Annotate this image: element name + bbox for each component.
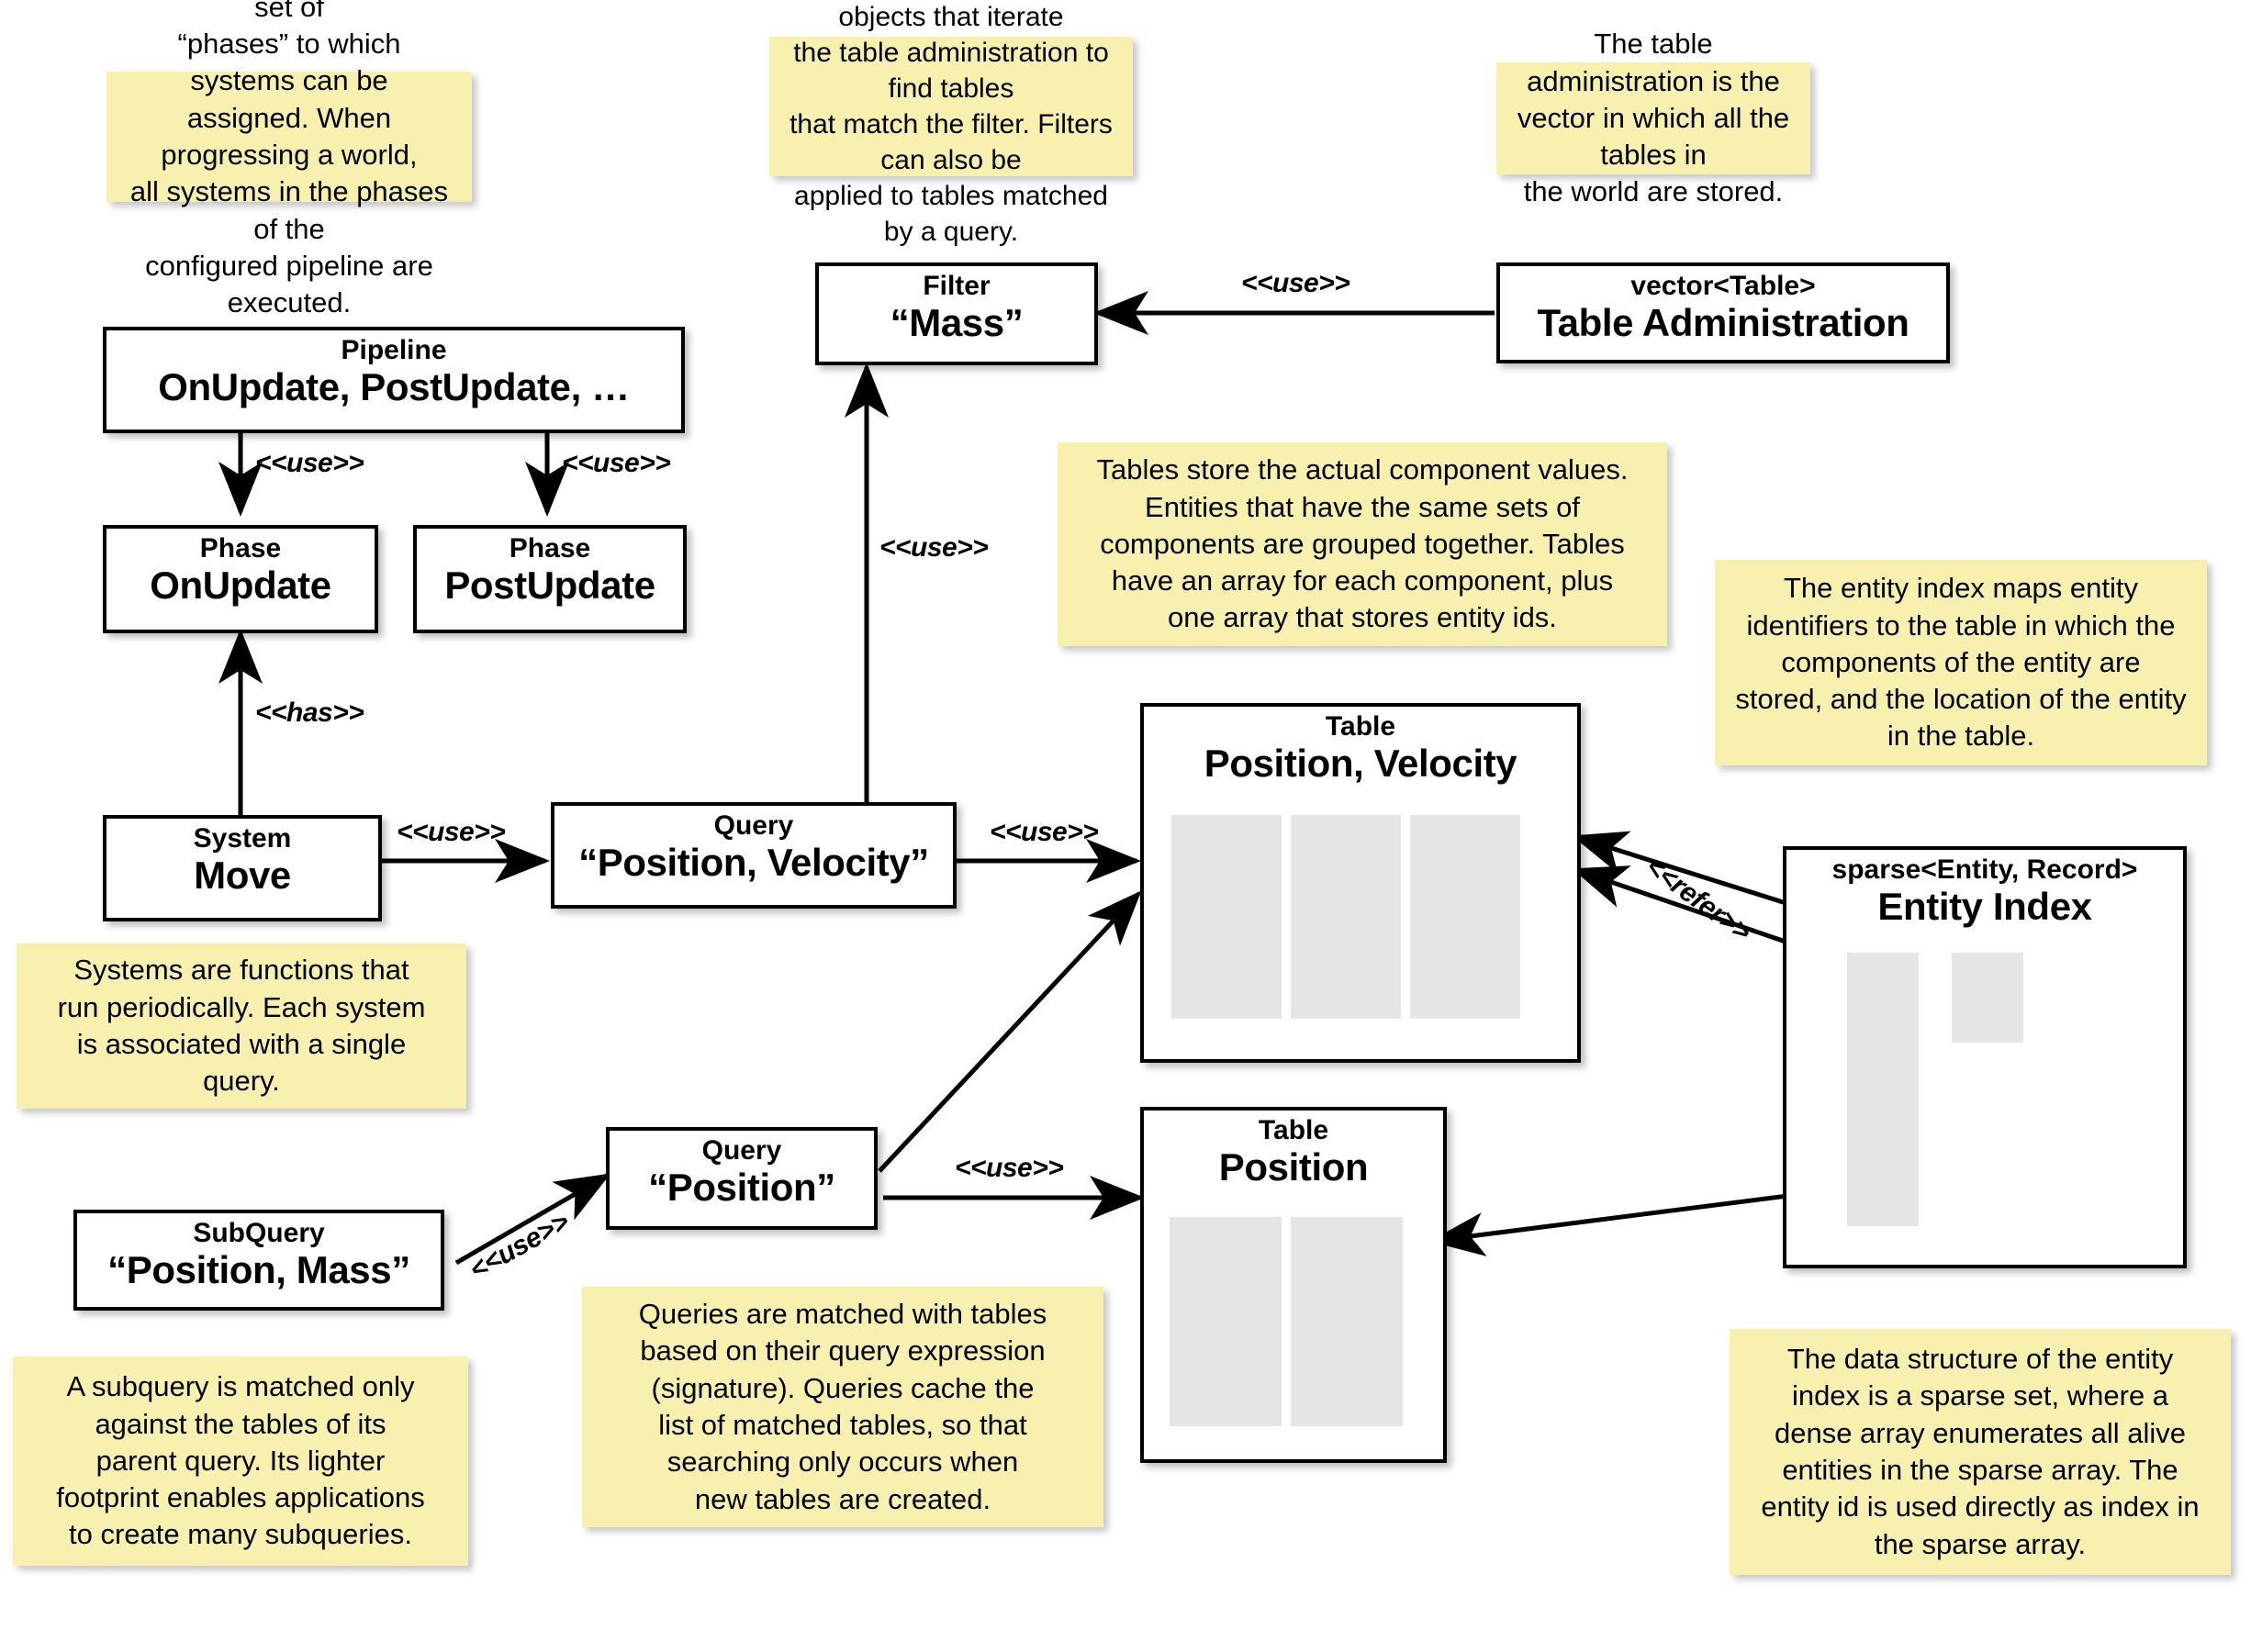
box-phase-postupdate-name: PostUpdate [444,563,655,607]
note-entity-index: The entity index maps entity identifiers… [1715,560,2207,765]
note-subquery: A subquery is matched only against the t… [13,1356,468,1566]
edge-label-pipeline-postupdate: <<use>> [562,448,671,478]
edge-label-index-tablepv: <<refer>> [1640,852,1757,948]
entity-index-sparse-array [1952,953,2023,1043]
box-filter-mass-name: “Mass” [890,300,1024,344]
box-system-move-name: Move [194,853,291,897]
box-pipeline[interactable]: Pipeline OnUpdate, PostUpdate, … [103,327,685,433]
box-subquery-pm-stereotype: SubQuery [193,1218,325,1248]
box-table-p-name: Position [1218,1144,1369,1189]
edge-label-queryp-tablep: <<use>> [955,1153,1064,1183]
edge-label-subquery-queryp: <<use>> [465,1206,575,1286]
note-table-admin: The table administration is the vector i… [1496,28,1810,207]
table-p-column-1 [1170,1217,1282,1426]
box-query-p-stereotype: Query [701,1135,782,1166]
note-filter: Filters are stateless objects that itera… [769,2,1133,247]
note-queries: Queries are matched with tables based on… [582,1287,1103,1527]
entity-index-dense-array [1847,953,1919,1226]
box-entity-index[interactable]: sparse<Entity, Record> Entity Index [1783,846,2187,1268]
box-table-pv-stereotype: Table [1325,711,1396,742]
box-query-pv-name: “Position, Velocity” [578,840,929,884]
box-table-p-columns [1170,1217,1403,1426]
box-phase-postupdate-stereotype: Phase [509,533,591,564]
edge-queryp-tablepv-line [878,890,1142,1173]
box-table-pv[interactable]: Table Position, Velocity [1140,703,1581,1063]
box-system-move[interactable]: System Move [103,815,382,921]
box-table-pv-columns [1171,815,1520,1019]
note-pipeline: A pipeline subscribes for a set of “phas… [106,0,472,318]
box-subquery-pm[interactable]: SubQuery “Position, Mass” [73,1210,444,1311]
box-table-admin-name: Table Administration [1537,300,1909,344]
box-phase-onupdate-stereotype: Phase [199,533,282,564]
box-filter-mass-stereotype: Filter [923,271,991,301]
box-pipeline-stereotype: Pipeline [341,335,447,365]
box-system-move-stereotype: System [193,823,292,854]
box-query-p[interactable]: Query “Position” [606,1127,878,1230]
box-table-p-stereotype: Table [1258,1115,1329,1145]
note-systems: Systems are functions that run periodica… [17,943,466,1109]
edge-label-system-phase: <<has>> [255,698,364,728]
box-table-admin[interactable]: vector<Table> Table Administration [1496,262,1950,363]
box-table-admin-stereotype: vector<Table> [1630,271,1816,301]
box-table-p[interactable]: Table Position [1140,1107,1447,1463]
edge-label-querypv-tablepv: <<use>> [990,817,1099,847]
box-query-pv[interactable]: Query “Position, Velocity” [551,802,957,909]
box-filter-mass[interactable]: Filter “Mass” [815,262,1098,365]
box-entity-index-name: Entity Index [1877,884,2092,928]
box-query-pv-stereotype: Query [713,810,794,841]
edge-label-admin-filter: <<use>> [1241,268,1350,298]
box-query-p-name: “Position” [648,1165,835,1209]
box-pipeline-name: OnUpdate, PostUpdate, … [158,364,630,408]
note-tables: Tables store the actual component values… [1058,442,1667,646]
box-entity-index-stereotype: sparse<Entity, Record> [1831,854,2138,885]
box-table-pv-name: Position, Velocity [1204,741,1517,785]
box-phase-onupdate[interactable]: Phase OnUpdate [103,525,378,633]
note-sparse-set: The data structure of the entity index i… [1730,1329,2231,1575]
table-p-column-2 [1291,1217,1403,1426]
edge-label-system-query: <<use>> [397,817,506,847]
box-subquery-pm-name: “Position, Mass” [107,1247,410,1291]
table-pv-column-3 [1410,815,1520,1019]
table-pv-column-2 [1291,815,1401,1019]
box-phase-onupdate-name: OnUpdate [150,563,331,607]
table-pv-column-1 [1171,815,1282,1019]
box-phase-postupdate[interactable]: Phase PostUpdate [413,525,687,633]
edge-label-pipeline-onupdate: <<use>> [255,448,364,478]
edge-label-query-filter: <<use>> [879,532,989,563]
